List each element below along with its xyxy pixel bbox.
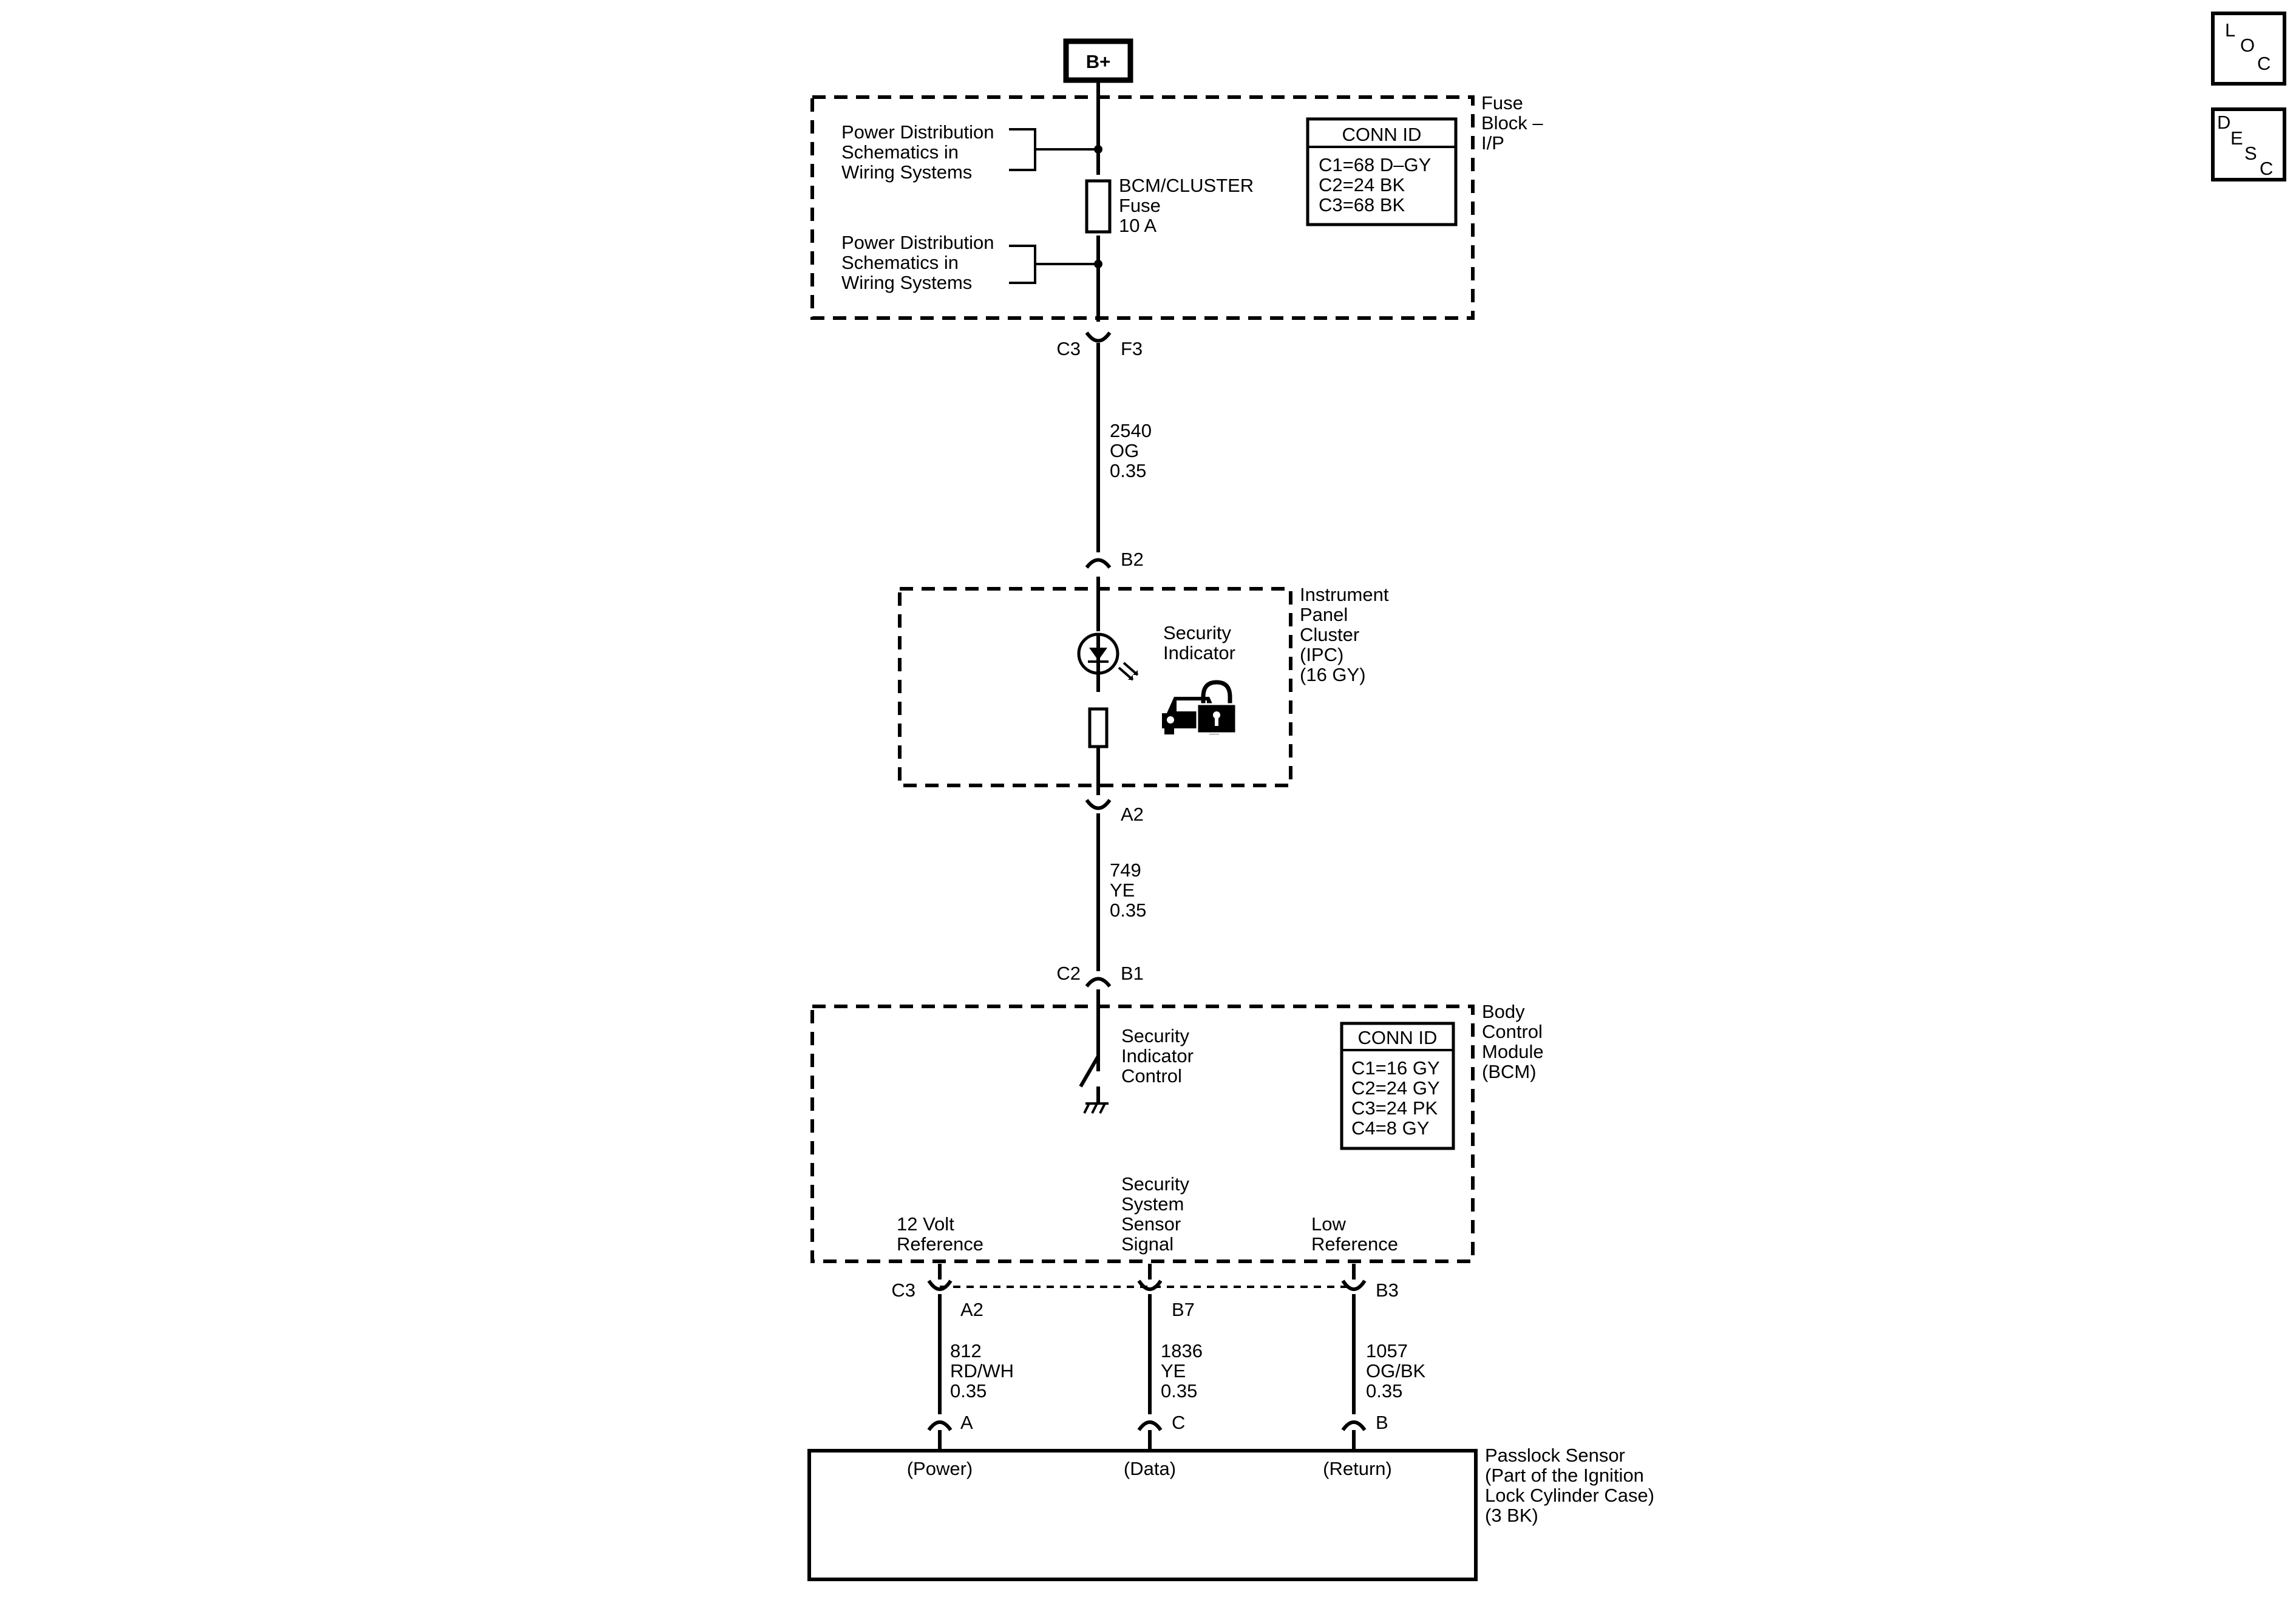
power-distribution-label-1: Power Distribution Schematics in Wiring … [841, 121, 999, 183]
ipc-name: Instrument Panel Cluster (IPC) (16 GY) [1300, 584, 1394, 685]
conn-id-row: C1=16 GY [1351, 1057, 1440, 1079]
connector-pin: A2 [960, 1299, 983, 1320]
sensor-wires [938, 1264, 1356, 1414]
loc-button[interactable]: L O C [2211, 12, 2286, 86]
sensor-pin: A [960, 1412, 973, 1433]
fuse-block-conn-id: CONN ID C1=68 D–GY C2=24 BK C3=68 BK [1306, 117, 1458, 226]
battery-positive-box: B+ [1063, 38, 1133, 83]
connector-c3-f3[interactable]: C3 F3 [1056, 331, 1143, 359]
sensor-pin: B [1376, 1412, 1388, 1433]
conn-id-row: C4=8 GY [1351, 1117, 1429, 1139]
connector-c3-bcm[interactable]: C3 A2 B7 B3 [891, 1280, 1399, 1320]
battery-positive-label: B+ [1086, 51, 1111, 72]
connector-pin: B2 [1121, 549, 1144, 570]
bcm-low-reference-label: Low Reference [1311, 1213, 1398, 1255]
ground-icon [1083, 1102, 1109, 1114]
desc-letter: D [2217, 112, 2230, 133]
conn-id-row: C2=24 BK [1319, 174, 1405, 195]
connector-id: C3 [1056, 338, 1081, 359]
bcm-12v-reference-label: 12 Volt Reference [897, 1213, 983, 1255]
conn-id-row: C2=24 GY [1351, 1077, 1440, 1099]
body-control-module: Body Control Module (BCM) Security Indic… [810, 1001, 1549, 1263]
sensor-pin-function: (Return) [1323, 1458, 1392, 1479]
connector-b2[interactable]: B2 [1085, 549, 1144, 570]
connector-pin: B3 [1376, 1280, 1399, 1301]
security-indicator-control-label: Security Indicator Control [1121, 1025, 1199, 1086]
connector-id: C2 [1056, 963, 1081, 984]
conn-id-row: C3=68 BK [1319, 194, 1405, 215]
wire-1057-label: 1057 OG/BK 0.35 [1366, 1340, 1431, 1402]
bcm-sensor-signal-label: Security System Sensor Signal [1121, 1173, 1195, 1255]
security-indicator-led-icon [1077, 632, 1139, 681]
power-distribution-feed-2[interactable]: Power Distribution Schematics in Wiring … [841, 232, 1102, 293]
wire-812-label: 812 RD/WH 0.35 [950, 1340, 1019, 1402]
conn-id-title: CONN ID [1342, 124, 1422, 145]
loc-letter: C [2257, 53, 2271, 74]
sensor-pin-function: (Power) [907, 1458, 973, 1479]
fuse-label: BCM/CLUSTER Fuse 10 A [1119, 175, 1259, 236]
sensor-pin: C [1172, 1412, 1185, 1433]
connector-a2[interactable]: A2 [1085, 799, 1144, 825]
wire-2540-label: 2540 OG 0.35 [1110, 420, 1157, 481]
bcm-name: Body Control Module (BCM) [1482, 1001, 1549, 1082]
wire-749-label: 749 YE 0.35 [1110, 859, 1146, 921]
loc-letter: L [2225, 19, 2235, 41]
desc-letter: C [2260, 158, 2273, 179]
connector-id: C3 [891, 1280, 915, 1301]
passlock-sensor-name: Passlock Sensor (Part of the Ignition Lo… [1485, 1445, 1660, 1526]
car-lock-icon [1162, 680, 1237, 734]
fuse-block: Fuse Block – I/P Power Distribution Sche… [810, 92, 1548, 320]
conn-id-row: C1=68 D–GY [1319, 154, 1431, 175]
sensor-pin-function: (Data) [1124, 1458, 1176, 1479]
connector-pin: A2 [1121, 804, 1144, 825]
connector-c2-b1[interactable]: C2 B1 [1056, 963, 1144, 988]
desc-letter: S [2244, 143, 2257, 164]
security-indicator-control-switch [1079, 1009, 1100, 1103]
power-distribution-label-2: Power Distribution Schematics in Wiring … [841, 232, 999, 293]
wire-1836-label: 1836 YE 0.35 [1161, 1340, 1208, 1402]
power-distribution-feed-1[interactable]: Power Distribution Schematics in Wiring … [841, 121, 1102, 183]
connector-pin: B7 [1172, 1299, 1195, 1320]
fuse-block-name: Fuse Block – I/P [1481, 92, 1548, 154]
desc-letter: E [2230, 127, 2243, 149]
connector-pin: B1 [1121, 963, 1144, 984]
bcm-cluster-fuse: BCM/CLUSTER Fuse 10 A [1085, 175, 1259, 236]
instrument-panel-cluster: Instrument Panel Cluster (IPC) (16 GY) S… [898, 584, 1394, 787]
conn-id-title: CONN ID [1358, 1027, 1438, 1048]
desc-button[interactable]: D E S C [2211, 107, 2286, 181]
bcm-conn-id: CONN ID C1=16 GY C2=24 GY C3=24 PK C4=8 … [1340, 1022, 1455, 1150]
passlock-sensor: (Power) (Data) (Return) Passlock Sensor … [807, 1445, 1660, 1581]
connector-pin: F3 [1121, 338, 1143, 359]
security-indicator-label: Security Indicator [1163, 622, 1237, 663]
sensor-connector[interactable]: A C B [927, 1412, 1388, 1451]
conn-id-row: C3=24 PK [1351, 1097, 1438, 1119]
ipc-resistor [1088, 707, 1109, 748]
loc-letter: O [2240, 35, 2255, 56]
